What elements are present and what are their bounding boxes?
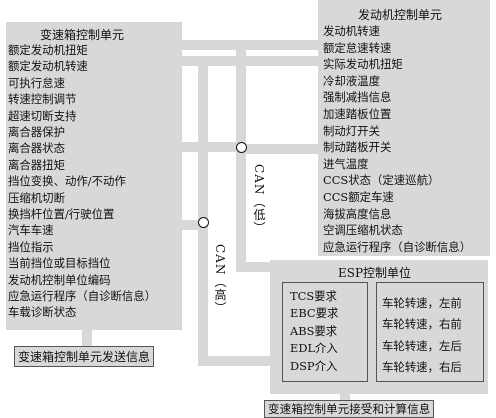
can-high-bus-top [182,56,318,66]
signal-item: 进气温度 [323,156,369,171]
signal-item: DSP介入 [290,358,338,373]
signal-item: 车轮转速，左前 [382,296,462,310]
signal-item: TCS要求 [290,289,337,303]
signal-item: 强制减挡信息 [323,90,392,105]
ecu-panel [318,0,490,256]
signal-item: 应急运行程序（自诊断信息） [8,289,157,303]
signal-item: 额定怠速转速 [323,40,392,55]
can-low-bus-top [182,40,318,50]
signal-item: 应急运行程序（自诊断信息） [323,239,472,254]
can-low-bus-right-stub [246,144,318,154]
signal-item: 车轮转速，右前 [382,317,462,332]
signal-item: 车轮转速，左后 [382,338,462,353]
tcu-caption: 变速箱控制单元发送信息 [14,346,155,367]
signal-item: CCS状态（定速巡航） [323,173,440,188]
signal-item: 制动踏板开关 [323,140,392,155]
signal-item: 加速踏板位置 [323,107,392,121]
signal-item: ABS要求 [290,323,338,338]
can-low-label: CAN（低） [252,164,266,235]
esp-request-box [282,282,368,382]
signal-item: 车轮转速，右后 [382,360,462,375]
can-low-bus-left-stub [182,142,236,152]
signal-item: 换挡杆位置/行驶位置 [8,207,115,221]
signal-item: 超速切断支持 [8,108,77,123]
can-low-junction-node [236,142,247,153]
can-high-bus-vertical [198,56,208,366]
signal-item: 当前挡位或目标挡位 [8,256,111,271]
signal-item: 冷却液温度 [323,73,380,88]
signal-item: 制动灯开关 [323,123,380,138]
signal-item: 挡位变换、动作/不动作 [8,174,126,189]
signal-item: 实际发动机扭矩 [323,57,403,72]
signal-item: 压缩机切断 [8,190,65,205]
signal-item: 转速控制调节 [8,92,77,107]
ecu-title: 发动机控制单元 [358,8,443,22]
signal-item: 离合器扭矩 [8,157,65,172]
signal-item: 海拔高度信息 [323,206,392,221]
signal-item: 可执行怠速 [8,75,65,90]
can-high-label: CAN（高） [213,244,227,315]
signal-item: 额定发动机扭矩 [8,43,88,57]
esp-caption-connector [340,394,350,402]
signal-item: 离合器状态 [8,141,65,156]
signal-item: 车载诊断状态 [8,305,77,320]
can-high-bus-mid [182,220,198,230]
esp-title: ESP控制单位 [338,266,412,280]
tcu-caption-connector [82,330,92,346]
signal-item: 额定发动机转速 [8,59,88,74]
signal-item: 离合器保护 [8,125,65,139]
signal-item: 挡位指示 [8,239,54,254]
signal-item: EDL介入 [290,341,338,356]
signal-item: 发动机转速 [323,24,380,38]
tcu-title: 变速箱控制单元 [40,28,125,42]
signal-item: CCS额定车速 [323,190,394,204]
can-high-junction-node [198,217,209,228]
tcu-panel [6,22,182,330]
signal-item: 发动机控制单位编码 [8,272,111,287]
can-low-bus-bottom [236,262,270,272]
signal-item: 汽车车速 [8,223,54,238]
can-low-bus-vertical [236,40,246,272]
esp-caption: 变速箱控制单元接受和计算信息 [264,400,435,418]
signal-item: 空调压缩机状态 [323,223,403,238]
signal-item: EBC要求 [290,306,339,321]
esp-wheel-speed-box [376,282,484,382]
can-high-bus-bottom [198,356,270,366]
